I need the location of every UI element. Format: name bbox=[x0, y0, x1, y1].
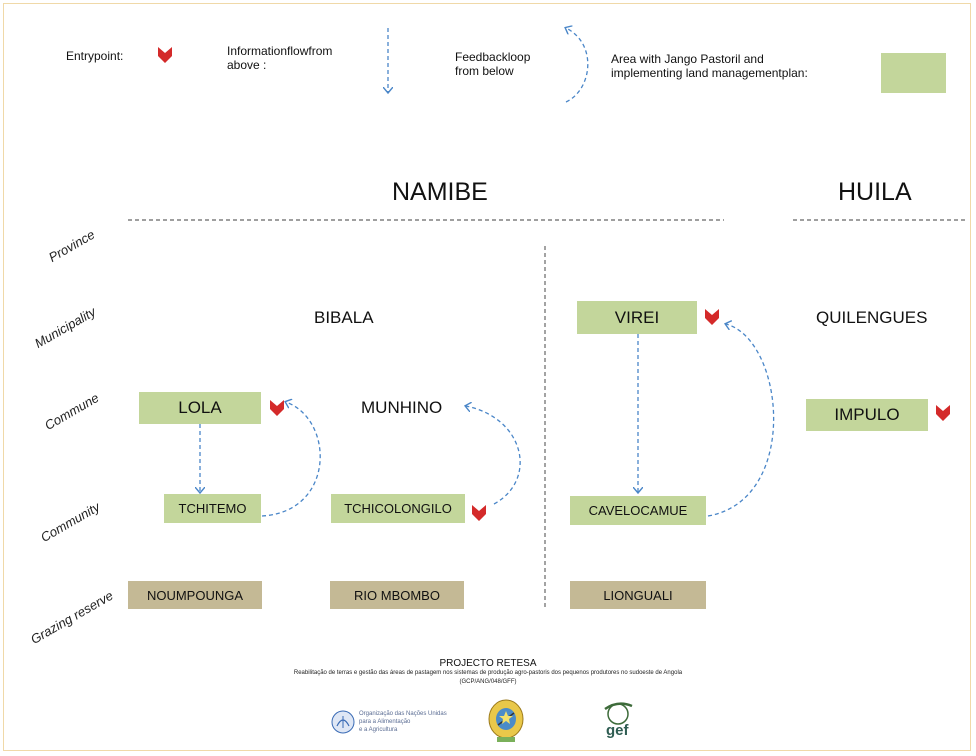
legend-feedback-arrow bbox=[566, 28, 589, 103]
fao-text-line3: e a Agricultura bbox=[359, 727, 398, 733]
entrypoint-marker-virei-icon bbox=[705, 309, 719, 325]
entrypoint-marker-lola-icon bbox=[270, 400, 284, 416]
feedback-tchitemo-lola bbox=[261, 402, 321, 517]
footer-subtitle: Reabilitação de terras e gestão das área… bbox=[293, 670, 683, 676]
legend-feedback-line2: from below bbox=[455, 64, 514, 78]
footer-code: (GCP/ANG/048/GFF) bbox=[459, 679, 517, 685]
entrypoint-marker-icon bbox=[158, 47, 172, 63]
legend-feedback-line1: Feedbackloop bbox=[455, 50, 531, 64]
legend-entrypoint-label: Entrypoint: bbox=[66, 49, 124, 63]
fao-text-line1: Organização das Nações Unidas bbox=[359, 711, 447, 717]
community-cavelocamue-box: CAVELOCAMUE bbox=[570, 496, 706, 525]
municipality-bibala: BIBALA bbox=[314, 308, 374, 327]
gef-globe-icon bbox=[604, 702, 633, 725]
province-namibe: NAMIBE bbox=[392, 178, 488, 206]
municipality-virei-box: VIREI bbox=[577, 301, 697, 334]
legend-info-flow-label: Informationflowfrom above : bbox=[227, 44, 332, 72]
footer-title: PROJECTO RETESA bbox=[439, 658, 537, 669]
commune-lola-box: LOLA bbox=[139, 392, 261, 424]
fao-logo: Organização das Nações Unidas para a Ali… bbox=[331, 707, 453, 737]
legend-area-label: Area with Jango Pastoril and implementin… bbox=[611, 52, 808, 80]
community-tchitemo-box: TCHITEMO bbox=[164, 494, 261, 523]
fao-text-line2: para a Alimentação bbox=[359, 719, 411, 725]
legend-area-line1: Area with Jango Pastoril and bbox=[611, 52, 764, 66]
community-tchicolongilo-box: TCHICOLONGILO bbox=[331, 494, 465, 523]
municipality-quilengues: QUILENGUES bbox=[816, 308, 928, 327]
commune-impulo-box: IMPULO bbox=[806, 399, 928, 431]
legend-area-line2: implementing land managementplan: bbox=[611, 66, 808, 80]
reserve-noumpounga-box: NOUMPOUNGA bbox=[128, 581, 262, 609]
commune-munhino: MUNHINO bbox=[361, 398, 443, 417]
angola-emblem-icon bbox=[488, 699, 524, 742]
fao-emblem-icon bbox=[331, 710, 355, 734]
reserve-lionguali-box: LIONGUALI bbox=[570, 581, 706, 609]
legend-area-swatch bbox=[881, 53, 946, 93]
entrypoint-marker-impulo-icon bbox=[936, 405, 950, 421]
province-huila: HUILA bbox=[838, 178, 912, 206]
feedback-cavelocamue-virei bbox=[707, 324, 775, 517]
legend-info-flow-line2: above : bbox=[227, 58, 267, 72]
legend-info-flow-line1: Informationflowfrom bbox=[227, 44, 333, 58]
reserve-rio-mbombo-box: RIO MBOMBO bbox=[330, 581, 464, 609]
diagram-frame bbox=[3, 3, 971, 751]
gef-logo: gef bbox=[598, 700, 638, 744]
feedback-tchicolongilo-munhino bbox=[466, 406, 521, 505]
entrypoint-marker-tchicolongilo-icon bbox=[472, 505, 486, 521]
gef-wordmark: gef bbox=[606, 722, 629, 739]
legend-feedback-label: Feedbackloop from below bbox=[455, 50, 530, 78]
